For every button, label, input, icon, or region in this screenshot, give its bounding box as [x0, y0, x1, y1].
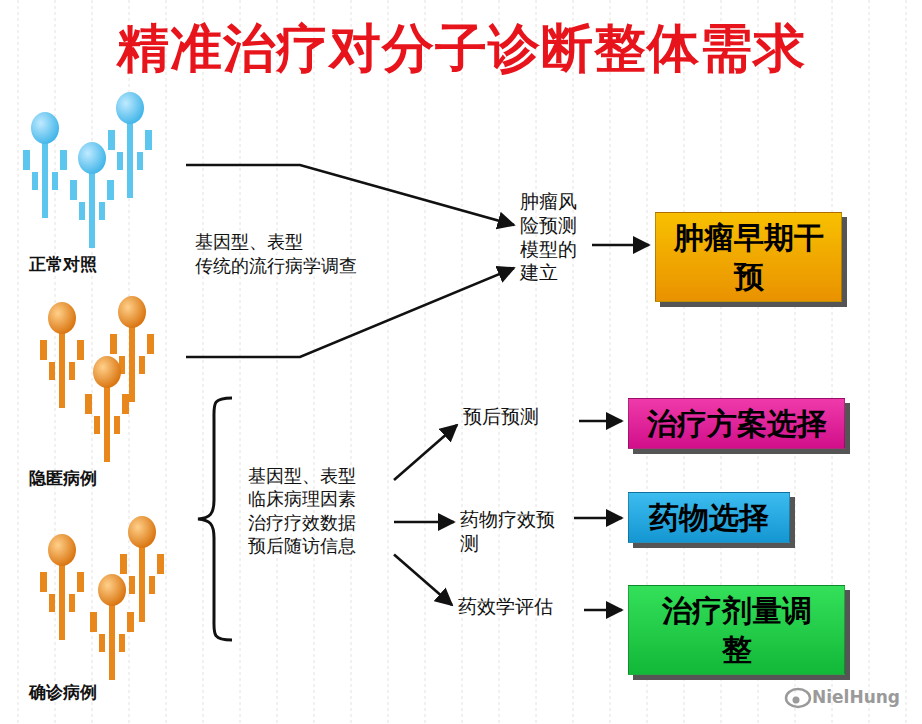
flow-arrow — [186, 268, 514, 357]
process-box: 药物选择 — [628, 492, 790, 543]
box-label: 治疗方案选择 — [647, 404, 827, 443]
person-icon — [90, 574, 134, 680]
node-label: 正常对照 — [29, 253, 97, 276]
node-label: 基因型、表型 临床病理因素 治疗疗效数据 预后随访信息 — [248, 464, 388, 558]
person-icon — [23, 112, 67, 218]
person-icon — [120, 516, 164, 622]
watermark: NielHung — [812, 687, 900, 707]
box-label: 治疗剂量调整 — [649, 591, 824, 669]
flow-arrow — [394, 555, 452, 605]
diagram-title: 精准治疗对分子诊断整体需求 — [0, 14, 922, 84]
flow-arrow — [584, 609, 622, 612]
people-illustration — [15, 506, 180, 704]
confirmed-case-group: 确诊病例 — [15, 506, 180, 704]
prediction-text-node: 药效学评估 — [458, 595, 578, 619]
person-icon — [85, 356, 129, 462]
person-icon — [40, 534, 84, 640]
box-label: 肿瘤早期干预 — [666, 218, 831, 296]
prediction-text-node: 预后预测 — [463, 405, 573, 429]
node-label: 确诊病例 — [29, 681, 97, 704]
flow-arrow — [394, 521, 454, 524]
model-text-node: 肿瘤风险预测模型的建立 — [520, 190, 586, 285]
node-label: 隐匿病例 — [29, 467, 97, 490]
weibo-icon — [786, 689, 810, 707]
node-label: 预后预测 — [463, 405, 573, 429]
process-box: 治疗剂量调整 — [628, 585, 845, 675]
curly-bracket — [198, 398, 232, 640]
person-icon — [70, 142, 114, 248]
data-list-node: 基因型、表型 临床病理因素 治疗疗效数据 预后随访信息 — [248, 464, 388, 558]
people-illustration — [15, 88, 180, 276]
people-illustration — [15, 292, 180, 490]
node-label: 药效学评估 — [458, 595, 578, 619]
flow-arrow — [579, 420, 622, 423]
prediction-text-node: 药物疗效预测 — [460, 508, 568, 556]
process-box: 肿瘤早期干预 — [655, 212, 842, 302]
person-icon — [40, 302, 84, 408]
flow-arrow — [592, 244, 649, 247]
flow-arrow — [574, 517, 622, 520]
person-icon — [110, 296, 154, 402]
node-label: 肿瘤风险预测模型的建立 — [520, 190, 586, 285]
flow-arrow — [186, 165, 514, 225]
hidden-case-group: 隐匿病例 — [15, 292, 180, 490]
flow-arrow — [394, 425, 457, 480]
method-note: 基因型、表型 传统的流行病学调查 — [195, 230, 385, 279]
person-icon — [108, 92, 152, 198]
process-box: 治疗方案选择 — [628, 398, 845, 449]
control-group: 正常对照 — [15, 88, 180, 276]
node-label: 药物疗效预测 — [460, 508, 568, 556]
box-label: 药物选择 — [649, 498, 769, 537]
